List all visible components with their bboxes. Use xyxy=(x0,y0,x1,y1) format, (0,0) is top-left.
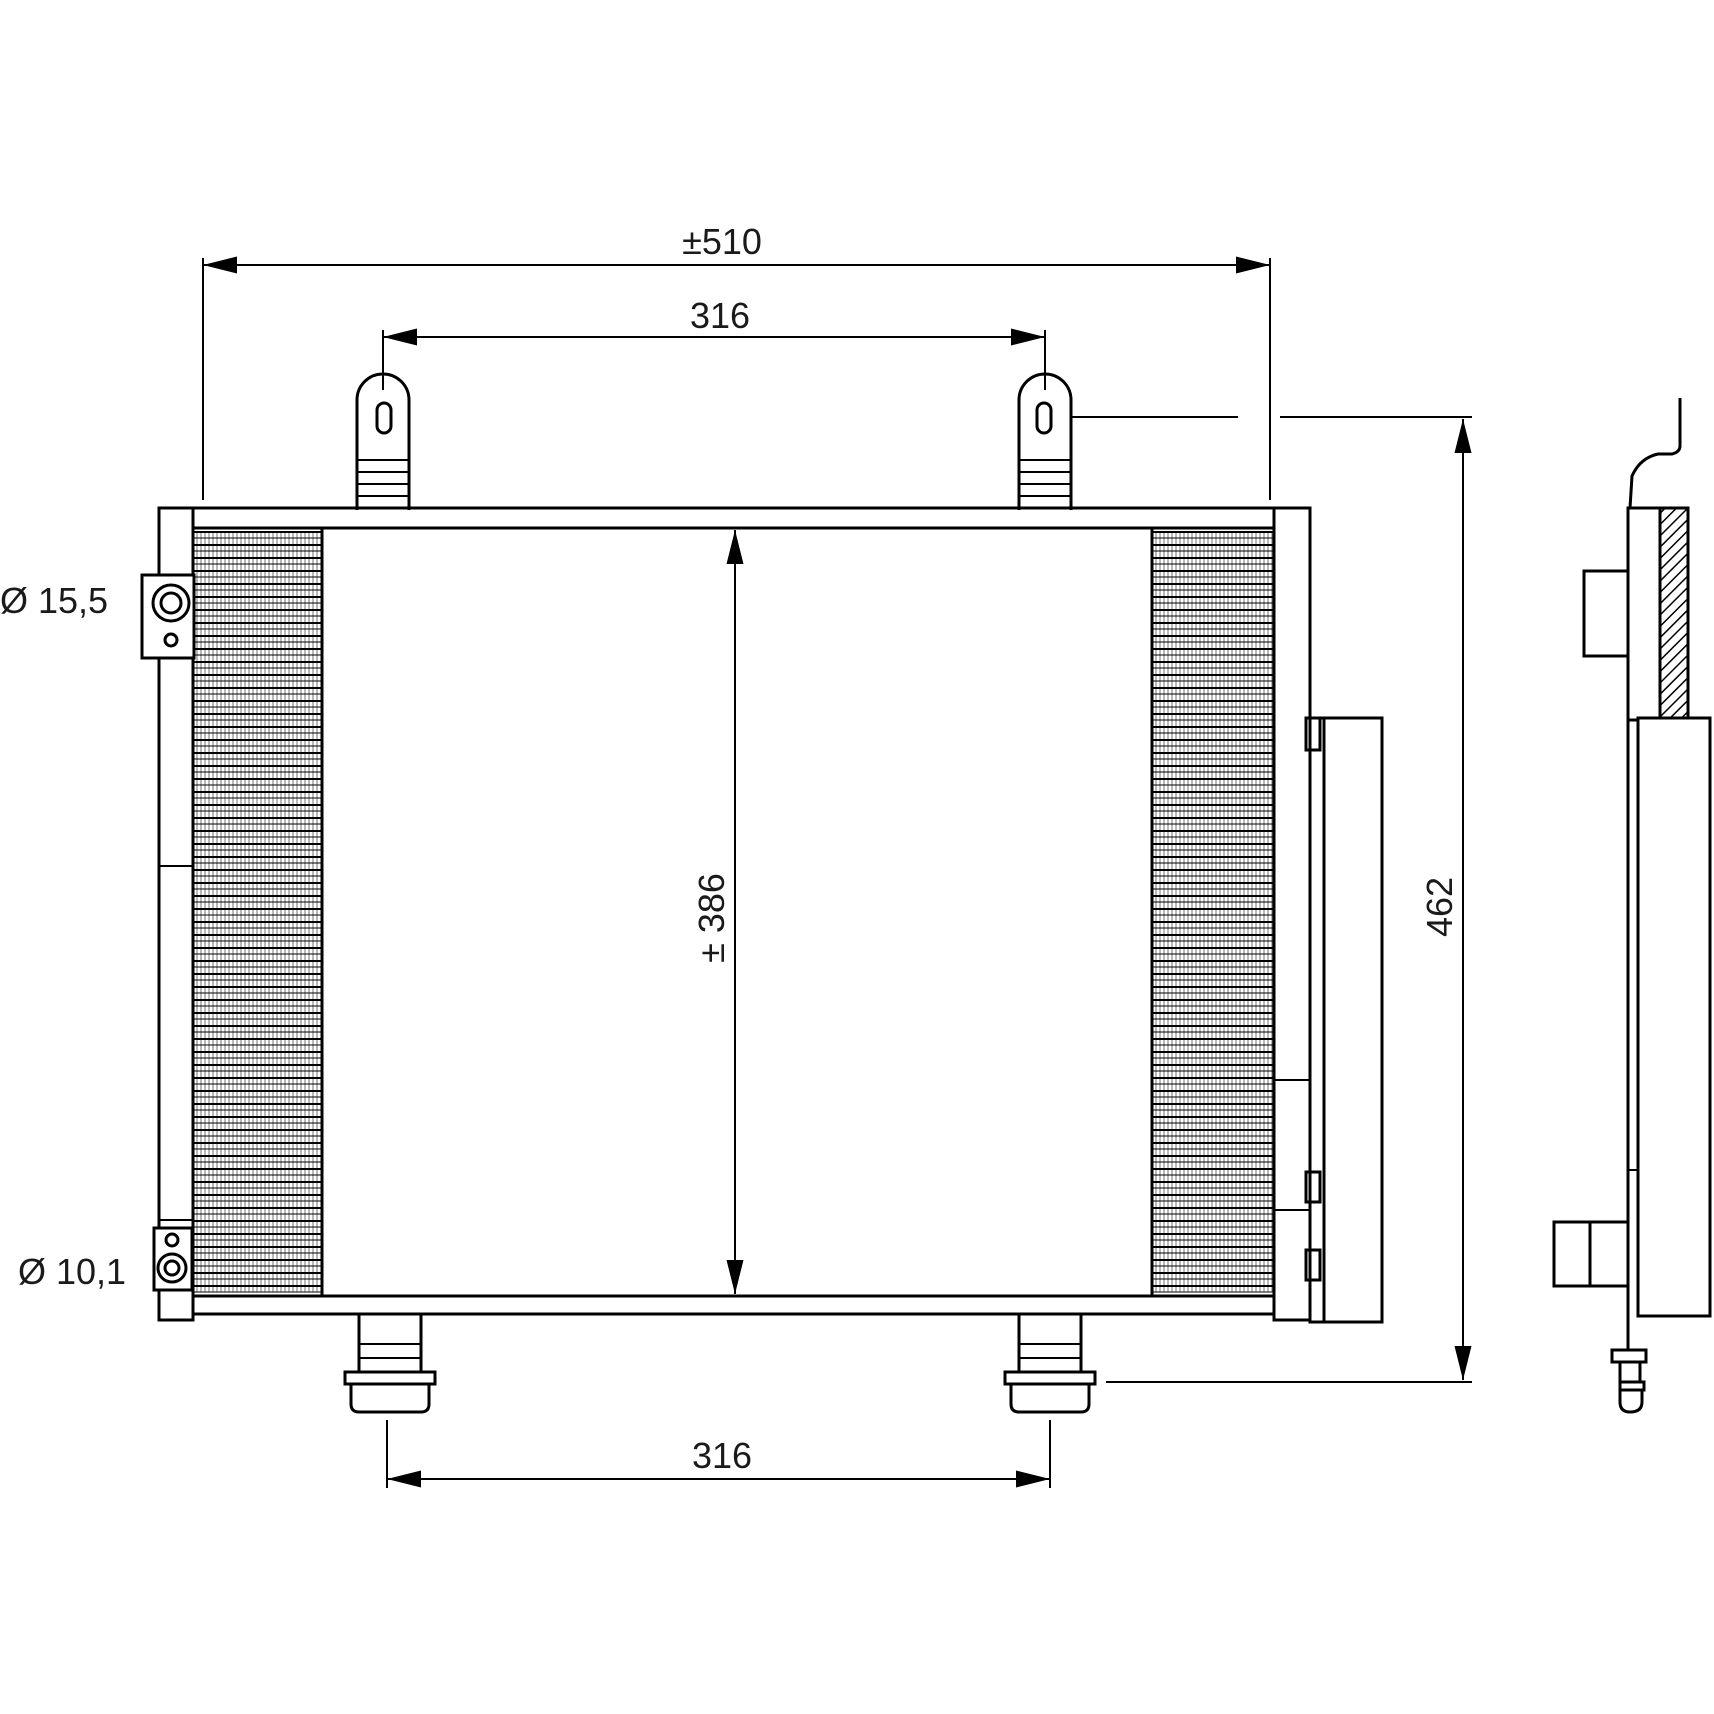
label-bottom-spacing: 316 xyxy=(692,1435,752,1476)
bottom-pin-left xyxy=(343,1312,437,1414)
bottom-pin-right xyxy=(1003,1312,1097,1414)
top-bracket-right xyxy=(1017,372,1073,510)
label-top-spacing: 316 xyxy=(690,295,750,336)
label-core-height: ± 386 xyxy=(691,873,732,963)
side-view xyxy=(1552,398,1712,1414)
label-overall-height: 462 xyxy=(1419,877,1460,937)
left-header-tank xyxy=(157,506,195,1322)
dimension-lines xyxy=(202,256,1472,1488)
front-view xyxy=(140,372,1384,1414)
side-fin-hatching xyxy=(1658,506,1690,720)
fin-hatching-left xyxy=(192,531,322,1293)
side-bottom-pin xyxy=(1610,1348,1648,1364)
fin-hatching-right xyxy=(1151,531,1274,1293)
label-inlet-diameter: Ø 15,5 xyxy=(0,580,108,621)
side-pipe xyxy=(1628,398,1682,509)
top-bracket-left xyxy=(355,372,411,510)
inlet-port xyxy=(140,573,196,660)
outlet-port xyxy=(152,1226,194,1292)
side-receiver xyxy=(1636,716,1712,1318)
receiver-drier xyxy=(1304,716,1384,1324)
condenser-core xyxy=(191,506,1276,1316)
dimension-labels: ±510 316 316 ± 386 462 Ø 15,5 Ø 10,1 xyxy=(0,221,1460,1476)
label-outlet-diameter: Ø 10,1 xyxy=(18,1251,126,1292)
label-overall-width: ±510 xyxy=(682,221,762,262)
side-inlet-block xyxy=(1582,569,1630,658)
